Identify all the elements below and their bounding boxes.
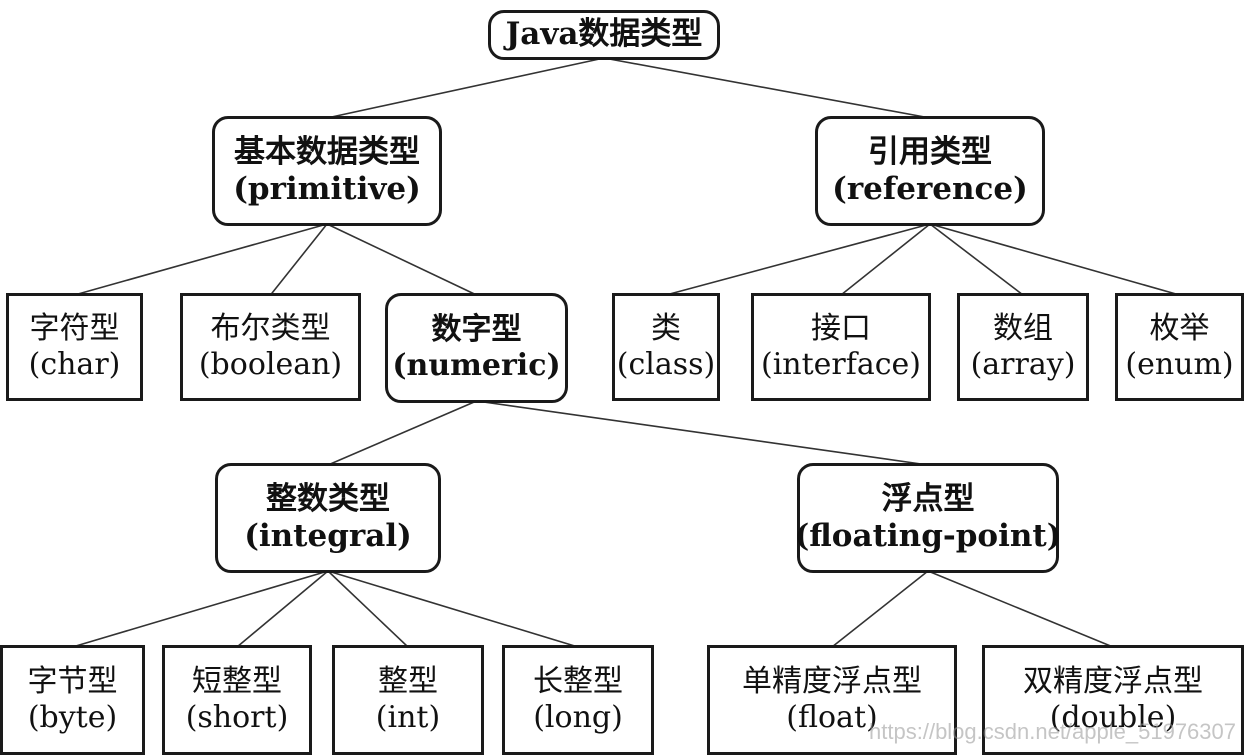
char-zh: 字符型	[29, 311, 120, 346]
integral-en: (integral)	[244, 518, 412, 554]
node-byte: 字节型 (byte)	[0, 645, 145, 755]
array-en: (array)	[970, 347, 1076, 382]
node-java-data-types: Java数据类型	[488, 10, 720, 60]
long-en: (long)	[533, 700, 623, 735]
node-array: 数组 (array)	[957, 293, 1089, 401]
array-zh: 数组	[993, 311, 1053, 346]
enum-en: (enum)	[1125, 347, 1234, 382]
class-en: (class)	[616, 347, 716, 382]
edge-primitive-numeric	[326, 223, 477, 296]
node-int: 整型 (int)	[332, 645, 484, 755]
edge-floating-double	[927, 570, 1114, 648]
primitive-zh: 基本数据类型	[234, 133, 420, 170]
interface-en: (interface)	[760, 347, 922, 382]
boolean-zh: 布尔类型	[210, 311, 331, 346]
integral-zh: 整数类型	[266, 480, 390, 517]
double-zh: 双精度浮点型	[1023, 664, 1203, 699]
edge-numeric-floating	[476, 400, 929, 466]
int-en: (int)	[375, 700, 441, 735]
numeric-en: (numeric)	[392, 348, 561, 383]
node-primitive: 基本数据类型 (primitive)	[212, 116, 442, 226]
boolean-en: (boolean)	[198, 347, 343, 382]
node-class: 类 (class)	[612, 293, 720, 401]
short-zh: 短整型	[192, 664, 282, 699]
reference-en: (reference)	[832, 171, 1028, 207]
float-en: (float)	[786, 700, 878, 735]
enum-zh: 枚举	[1149, 311, 1210, 346]
edge-numeric-integral	[327, 400, 477, 466]
node-long: 长整型 (long)	[502, 645, 654, 755]
node-double: 双精度浮点型 (double)	[982, 645, 1244, 755]
edge-integral-byte	[72, 570, 329, 648]
long-zh: 长整型	[533, 664, 623, 699]
node-float: 单精度浮点型 (float)	[707, 645, 957, 755]
edge-integral-long	[327, 570, 579, 648]
edge-floating-float	[831, 570, 929, 648]
node-enum: 枚举 (enum)	[1115, 293, 1244, 401]
root-label: Java数据类型	[505, 16, 703, 53]
byte-zh: 字节型	[27, 664, 118, 699]
edge-primitive-boolean	[269, 223, 328, 296]
float-zh: 单精度浮点型	[742, 664, 922, 699]
class-zh: 类	[651, 311, 681, 346]
node-integral: 整数类型 (integral)	[215, 463, 441, 573]
interface-zh: 接口	[811, 311, 871, 346]
edge-root-primitive	[326, 57, 605, 119]
node-floating-point: 浮点型 (floating-point)	[794, 463, 1062, 573]
short-en: (short)	[185, 700, 289, 735]
node-interface: 接口 (interface)	[751, 293, 931, 401]
numeric-zh: 数字型	[431, 312, 522, 347]
reference-zh: 引用类型	[868, 133, 992, 170]
edge-integral-short	[236, 570, 329, 648]
edge-reference-array	[929, 223, 1024, 296]
node-reference: 引用类型 (reference)	[815, 116, 1045, 226]
edge-integral-int	[327, 570, 409, 648]
node-short: 短整型 (short)	[162, 645, 312, 755]
node-char: 字符型 (char)	[6, 293, 143, 401]
double-en: (double)	[1049, 700, 1177, 735]
byte-en: (byte)	[27, 700, 118, 735]
node-boolean: 布尔类型 (boolean)	[180, 293, 361, 401]
char-en: (char)	[28, 347, 121, 382]
edge-reference-interface	[840, 223, 931, 296]
floating-en: (floating-point)	[794, 518, 1062, 554]
primitive-en: (primitive)	[233, 171, 421, 207]
edge-reference-enum	[929, 223, 1180, 296]
int-zh: 整型	[378, 664, 438, 699]
node-numeric: 数字型 (numeric)	[385, 293, 568, 403]
watermark-text: https://blog.csdn.net/apple_51976307	[869, 719, 1236, 744]
edge-reference-class	[665, 223, 931, 296]
edge-root-reference	[603, 57, 931, 119]
edge-primitive-char	[74, 223, 328, 296]
floating-zh: 浮点型	[881, 480, 975, 517]
